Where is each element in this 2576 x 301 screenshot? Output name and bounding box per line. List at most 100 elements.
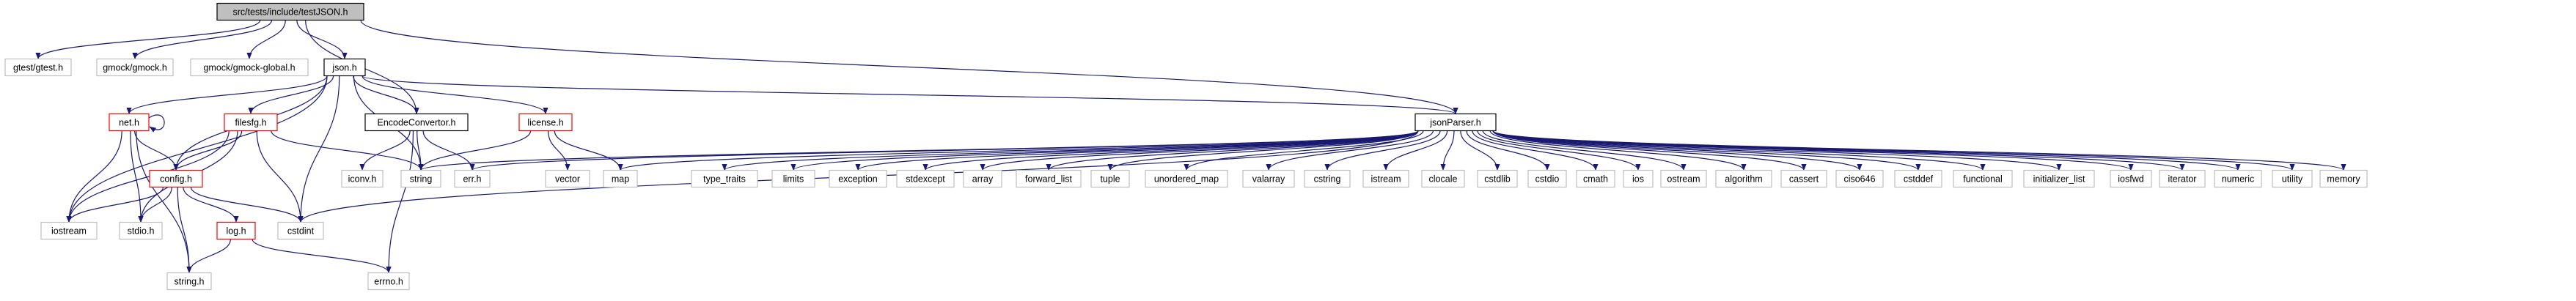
edge-jsonparser-to-array (980, 130, 1419, 171)
node-label-limits: limits (783, 174, 804, 184)
edge-encode-to-string (417, 130, 424, 171)
node-label-gtest: gtest/gtest.h (13, 62, 63, 73)
node-encode[interactable]: EncodeConvertor.h (364, 113, 469, 132)
edge-filesfg-to-config (173, 130, 243, 171)
node-box-utility (2272, 169, 2313, 188)
node-memory: memory (2319, 169, 2368, 188)
node-label-iostream: iostream (51, 226, 87, 236)
node-box-json (323, 58, 366, 77)
node-box-clocale (1421, 169, 1465, 188)
node-gmock: gmock/gmock.h (96, 58, 174, 77)
node-box-forward_list (1016, 169, 1082, 188)
edge-root-to-json (296, 20, 348, 59)
node-clocale: clocale (1421, 169, 1465, 188)
node-box-array (963, 169, 1002, 188)
edge-jsonparser-to-map (617, 130, 1419, 171)
node-box-jsonparser (1414, 113, 1497, 132)
node-box-cmath (1576, 169, 1615, 188)
edge-license-to-vector (548, 130, 570, 171)
node-forward_list: forward_list (1016, 169, 1082, 188)
node-istream: istream (1362, 169, 1409, 188)
node-json[interactable]: json.h (323, 58, 366, 77)
node-box-type_traits (691, 169, 758, 188)
node-label-cstring: cstring (1314, 174, 1341, 184)
node-box-string (400, 169, 441, 188)
node-log[interactable]: log.h (216, 221, 256, 240)
edge-jsonparser-to-ciso646 (1492, 130, 1863, 171)
edge-filesfg-to-cstdint (256, 130, 304, 223)
node-box-encode (364, 113, 469, 132)
node-label-err: err.h (463, 174, 481, 184)
edge-log-to-errno (252, 239, 392, 273)
node-label-log: log.h (226, 226, 246, 236)
node-label-iconv: iconv.h (348, 174, 377, 184)
node-label-array: array (972, 174, 994, 184)
node-layer: src/tests/include/testJSON.h gtest/gtest.… (4, 2, 2368, 291)
node-jsonparser[interactable]: jsonParser.h (1414, 113, 1497, 132)
edge-net-to-stringh (136, 130, 192, 273)
edge-config-to-stdio (138, 187, 172, 223)
edge-jsonparser-to-cstddef (1492, 130, 1921, 171)
node-cstdint: cstdint (277, 221, 324, 240)
node-label-ostream: ostream (1667, 174, 1700, 184)
node-box-cassert (1780, 169, 1827, 188)
node-label-cstdio: cstdio (1535, 174, 1560, 184)
node-box-limits (771, 169, 815, 188)
node-label-clocale: clocale (1429, 174, 1458, 184)
node-box-cstring (1304, 169, 1351, 188)
edge-encode-to-iconv (359, 130, 411, 171)
edge-json-to-iostream (66, 75, 328, 223)
edge-jsonparser-to-cmath (1472, 130, 1599, 171)
node-label-memory: memory (2327, 174, 2360, 184)
node-config[interactable]: config.h (149, 169, 203, 188)
edge-jsonparser-to-stdexcept (922, 130, 1419, 171)
node-label-istream: istream (1371, 174, 1401, 184)
node-cmath: cmath (1576, 169, 1615, 188)
edge-jsonparser-to-exception (855, 130, 1419, 171)
edge-json-to-net (126, 75, 328, 114)
node-label-functional: functional (1963, 174, 2003, 184)
node-ciso646: ciso646 (1835, 169, 1884, 188)
edge-filesfg-to-iostream (66, 130, 230, 223)
node-iterator: iterator (2159, 169, 2206, 188)
node-box-config (149, 169, 203, 188)
edge-encode-to-err (422, 130, 475, 171)
node-box-cstddef (1894, 169, 1942, 188)
edge-log-to-stringh (186, 239, 231, 273)
edge-jsonparser-to-iosfwd (1492, 130, 2134, 171)
edge-json-to-jsonparser (362, 75, 1458, 115)
node-filesfg[interactable]: filesfg.h (224, 113, 278, 132)
node-label-filesfg: filesfg.h (235, 117, 266, 127)
node-box-filesfg (224, 113, 278, 132)
edge-license-to-map (554, 130, 623, 171)
node-label-config: config.h (160, 174, 192, 184)
node-gmockglobal: gmock/gmock-global.h (190, 58, 309, 77)
node-box-root (216, 2, 364, 21)
node-box-iconv (341, 169, 384, 188)
node-limits: limits (771, 169, 815, 188)
edge-root-to-jsonparser (360, 20, 1458, 114)
edge-json-to-encode (353, 75, 419, 114)
node-label-numeric: numeric (2222, 174, 2254, 184)
node-root[interactable]: src/tests/include/testJSON.h (216, 2, 364, 21)
node-errno: errno.h (367, 272, 410, 291)
node-box-iostream (40, 221, 98, 240)
node-label-cassert: cassert (1789, 174, 1819, 184)
edge-filesfg-to-string (271, 130, 424, 171)
node-box-functional (1953, 169, 2013, 188)
node-label-net: net.h (119, 117, 139, 127)
node-cstring: cstring (1304, 169, 1351, 188)
edge-jsonparser-to-tuple (1107, 130, 1419, 171)
node-box-gmock (96, 58, 174, 77)
node-license[interactable]: license.h (518, 113, 573, 132)
node-cassert: cassert (1780, 169, 1827, 188)
node-label-ios: ios (1632, 174, 1644, 184)
edge-json-to-cstdint (298, 75, 340, 223)
node-net[interactable]: net.h (109, 113, 150, 132)
node-box-log (216, 221, 256, 240)
node-label-ciso646: ciso646 (1843, 174, 1875, 184)
edge-jsonparser-to-iterator (1492, 130, 2185, 171)
node-tuple: tuple (1090, 169, 1130, 188)
node-label-stdio: stdio.h (128, 226, 155, 236)
node-label-type_traits: type_traits (703, 174, 746, 184)
